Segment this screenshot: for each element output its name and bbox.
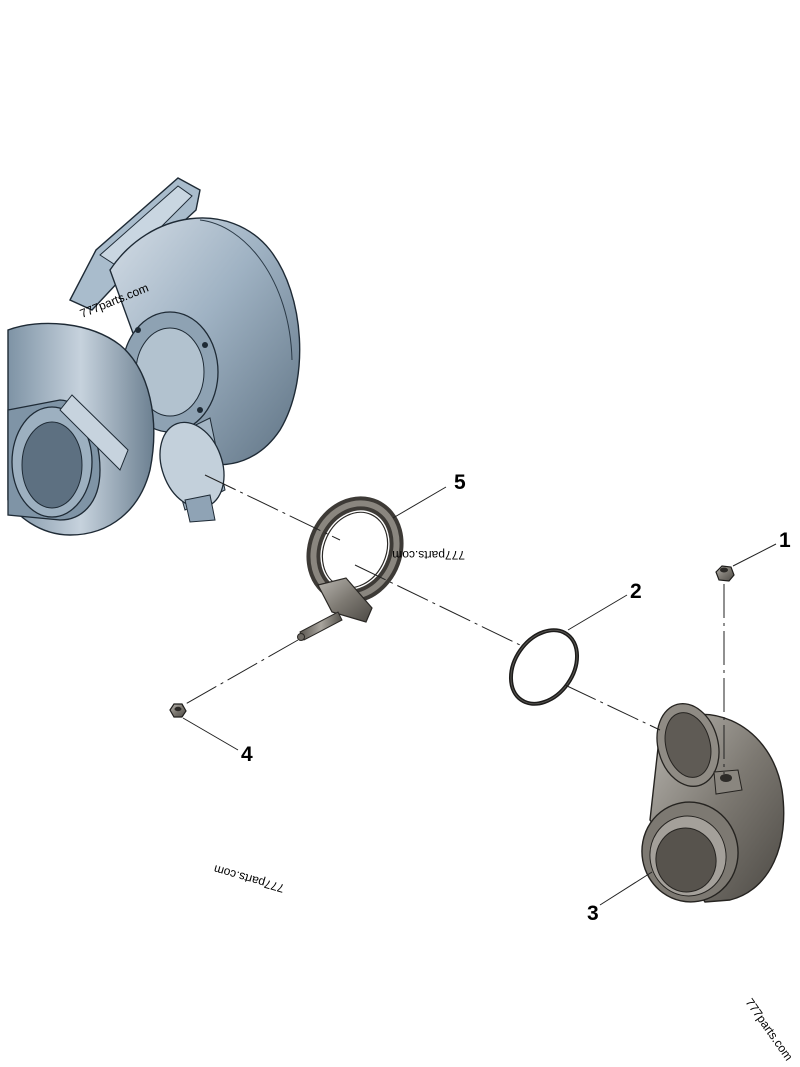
v-band-clamp [297, 496, 404, 641]
leader-lines [182, 486, 777, 906]
turbo-bracket [59, 394, 129, 471]
callout-5: 5 [454, 471, 466, 494]
o-ring [508, 628, 580, 706]
turbocharger [7, 177, 301, 536]
nut-part-1 [715, 565, 735, 582]
exhaust-elbow [641, 703, 785, 903]
turbo-flange-face [99, 185, 193, 269]
watermark-lower: 777parts.com [212, 862, 286, 895]
callout-2: 2 [630, 580, 642, 603]
callout-4: 4 [241, 743, 253, 766]
clamp-latch [317, 577, 373, 623]
callout-3: 3 [587, 902, 599, 925]
assembly-lines [181, 474, 725, 774]
elbow-boss [713, 769, 743, 795]
turbo-volute-lip [199, 219, 293, 361]
watermark-corner: 777parts.com [743, 996, 796, 1064]
clamp-t-bolt [299, 611, 343, 641]
nut-part-4 [169, 703, 187, 718]
watermark-middle: 777parts.com [392, 548, 465, 562]
callout-1: 1 [779, 529, 791, 552]
